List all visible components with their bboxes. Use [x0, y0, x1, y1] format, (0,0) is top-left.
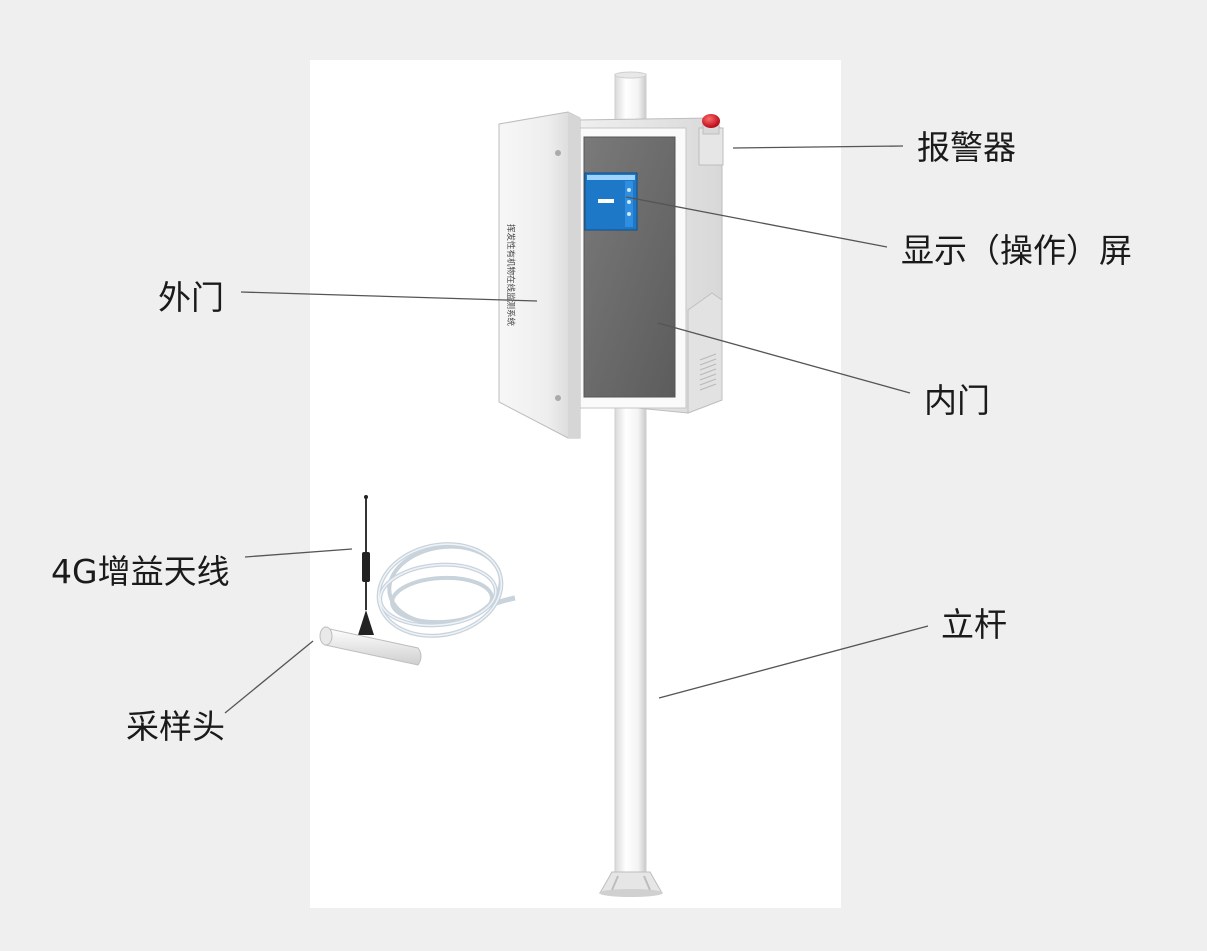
leader-lines: [224, 145, 929, 714]
label-outer-door: 外门: [158, 278, 224, 317]
label-sampling-head: 采样头: [126, 707, 225, 746]
display-screen: [584, 172, 638, 231]
leader-outer-door: [240, 291, 538, 302]
leader-display: [625, 196, 888, 248]
sampling-head: [319, 626, 422, 666]
label-alarm: 报警器: [917, 128, 1016, 167]
label-display: 显示（操作）屏: [901, 231, 1132, 270]
label-inner-door: 内门: [924, 381, 990, 420]
antenna: [358, 495, 374, 635]
leader-alarm: [732, 145, 904, 149]
label-pole: 立杆: [941, 605, 1007, 644]
door-label-text: 挥发性有机物在线监测系统: [505, 224, 516, 327]
leader-antenna: [244, 548, 353, 558]
outer-door: 挥发性有机物在线监测系统: [498, 111, 581, 439]
leader-pole: [658, 625, 929, 699]
leader-sampling-head: [224, 640, 314, 714]
leader-inner-door: [657, 322, 911, 394]
alarm-light: [698, 114, 724, 166]
label-antenna: 4G增益天线: [51, 552, 230, 591]
